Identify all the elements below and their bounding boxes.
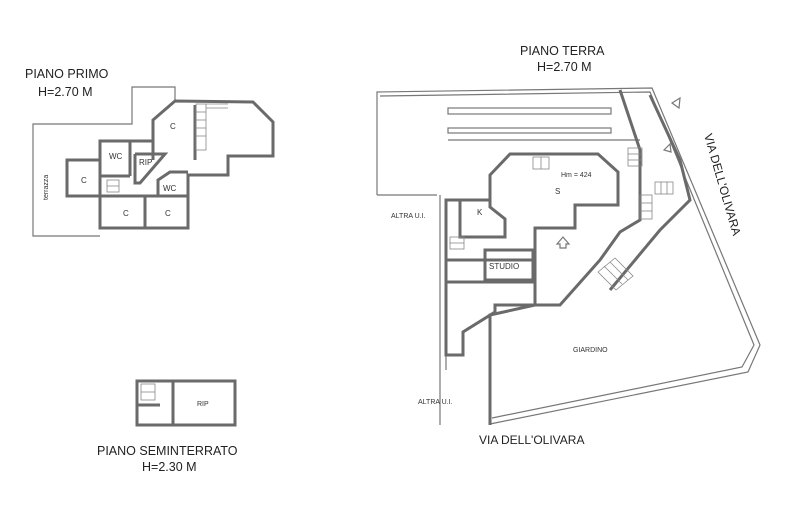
room-label: WC: [163, 184, 177, 193]
room-label: C: [123, 209, 129, 218]
piano-terra-title: PIANO TERRA: [520, 44, 605, 58]
piano-primo-plan: PIANO PRIMO H=2.70 M terrazza C WC RIP C…: [25, 67, 275, 237]
room-label: STUDIO: [489, 262, 519, 271]
piano-terra-height: H=2.70 M: [537, 60, 592, 74]
room-label: C: [170, 122, 176, 131]
piano-seminterrato-title: PIANO SEMINTERRATO: [97, 444, 238, 458]
room-label: GIARDINO: [573, 347, 608, 354]
north-arrow-icon: [670, 96, 681, 110]
stair-icon: [140, 383, 156, 401]
room-label: WC: [109, 152, 123, 161]
terrace-outline: [32, 86, 176, 237]
piano-seminterrato-plan: RIP PIANO SEMINTERRATO H=2.30 M: [97, 379, 238, 474]
piano-terra-plan: PIANO TERRA H=2.70 M Hm = 424: [376, 44, 761, 447]
piano-seminterrato-height: H=2.30 M: [142, 460, 197, 474]
piano-primo-title: PIANO PRIMO: [25, 67, 109, 81]
room-label: S: [555, 187, 560, 196]
room-label: C: [81, 176, 87, 185]
terrace-label: terrazza: [43, 175, 50, 200]
stair-icon: [106, 103, 228, 193]
stair-icon: [449, 147, 674, 291]
entrance-arrow-icon: [555, 236, 571, 249]
first-floor-walls: [65, 99, 275, 230]
room-label: RIP: [197, 401, 209, 408]
street-label-bottom: VIA DELL'OLIVARA: [479, 433, 584, 447]
hm-label: Hm = 424: [561, 172, 592, 179]
north-arrow-icon: [662, 142, 672, 153]
room-label: K: [477, 208, 483, 217]
room-label: RIP: [139, 158, 152, 167]
room-label: ALTRA U.I.: [391, 213, 426, 220]
piano-primo-height: H=2.70 M: [38, 85, 93, 99]
room-label: ALTRA U.I.: [418, 399, 453, 406]
room-label: C: [165, 209, 171, 218]
